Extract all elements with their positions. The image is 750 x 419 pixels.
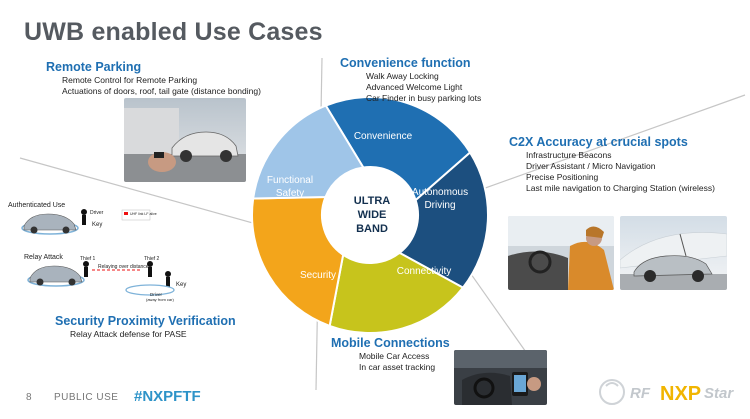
convenience-item: Car Finder in busy parking lots [366, 93, 482, 103]
convenience-list: Walk Away Locking Advanced Welcome Light… [366, 71, 481, 104]
mobile-photo [454, 350, 547, 405]
key-1-label: Key [92, 222, 102, 228]
center-line-1: ULTRA [354, 195, 391, 207]
relay-attack-label: Relay Attack [24, 254, 63, 261]
remote-parking-photo [124, 98, 246, 182]
c2x-heading: C2X Accuracy at crucial spots [509, 135, 688, 149]
ring-segments [251, 96, 489, 334]
relay-attack-diagram: Authenticated Use Driver Key UHF link LF… [0, 196, 230, 306]
page-number: 8 [26, 392, 32, 403]
rfstar-logo-icon [599, 379, 625, 405]
security-heading: Security Proximity Verification [55, 314, 236, 328]
far-note-label: (away from car) [146, 297, 174, 302]
car-photo [620, 216, 727, 290]
remote-parking-heading: Remote Parking [46, 60, 142, 74]
nxp-logo: NXP [660, 383, 701, 405]
mobile-list: Mobile Car Access In car asset tracking [359, 351, 435, 373]
segment-label-autonomous-1: Autonomous [412, 187, 468, 198]
c2x-item: Last mile navigation to Charging Station… [526, 183, 715, 193]
thief-1-label: Thief 1 [80, 256, 96, 262]
relay-distance-label: Relaying over distance [98, 264, 149, 270]
security-item: Relay Attack defense for PASE [70, 329, 187, 339]
remote-parking-list: Remote Control for Remote Parking Actuat… [62, 75, 261, 97]
driver-2-label: Driver [150, 292, 163, 297]
key-2-label: Key [176, 282, 186, 288]
c2x-item: Driver Assistant / Micro Navigation [526, 161, 656, 171]
driver-1-label: Driver [90, 210, 104, 216]
convenience-item: Walk Away Locking [366, 71, 439, 81]
convenience-item: Advanced Welcome Light [366, 82, 463, 92]
brand-logos: RF Star NXP [596, 372, 748, 414]
mobile-item: Mobile Car Access [359, 351, 430, 361]
segment-label-connectivity: Connectivity [397, 266, 451, 277]
segment-label-security: Security [300, 270, 336, 281]
segment-label-functional-2: Safety [276, 188, 304, 199]
thief-2-label: Thief 2 [144, 256, 160, 262]
mobile-item: In car asset tracking [359, 362, 436, 372]
auth-use-label: Authenticated Use [8, 202, 65, 209]
ring-center [324, 169, 416, 261]
hashtag-label: #NXPFTF [134, 388, 201, 405]
segment-label-functional-1: Functional [267, 175, 313, 186]
center-line-2: WIDE [358, 209, 387, 221]
c2x-item: Infrastructure Beacons [526, 150, 612, 160]
uhf-badge: UHF link LF alive [130, 212, 157, 216]
page-title: UWB enabled Use Cases [24, 18, 323, 46]
ring-segment-functional [251, 104, 365, 200]
security-list: Relay Attack defense for PASE [70, 329, 187, 340]
rfstar-logo-left: RF [630, 385, 651, 402]
segment-label-convenience: Convenience [354, 131, 413, 142]
segment-label-autonomous-2: Driving [424, 200, 455, 211]
mobile-heading: Mobile Connections [331, 336, 450, 350]
remote-parking-item: Remote Control for Remote Parking [62, 75, 198, 85]
center-line-3: BAND [356, 223, 388, 235]
rfstar-logo-right: Star [704, 385, 734, 402]
public-use-label: PUBLIC USE [54, 392, 119, 403]
remote-parking-item: Actuations of doors, roof, tail gate (di… [62, 86, 261, 96]
c2x-item: Precise Positioning [526, 172, 599, 182]
c2x-list: Infrastructure Beacons Driver Assistant … [526, 150, 715, 194]
convenience-heading: Convenience function [340, 56, 471, 70]
driver-assist-photo [508, 216, 614, 290]
